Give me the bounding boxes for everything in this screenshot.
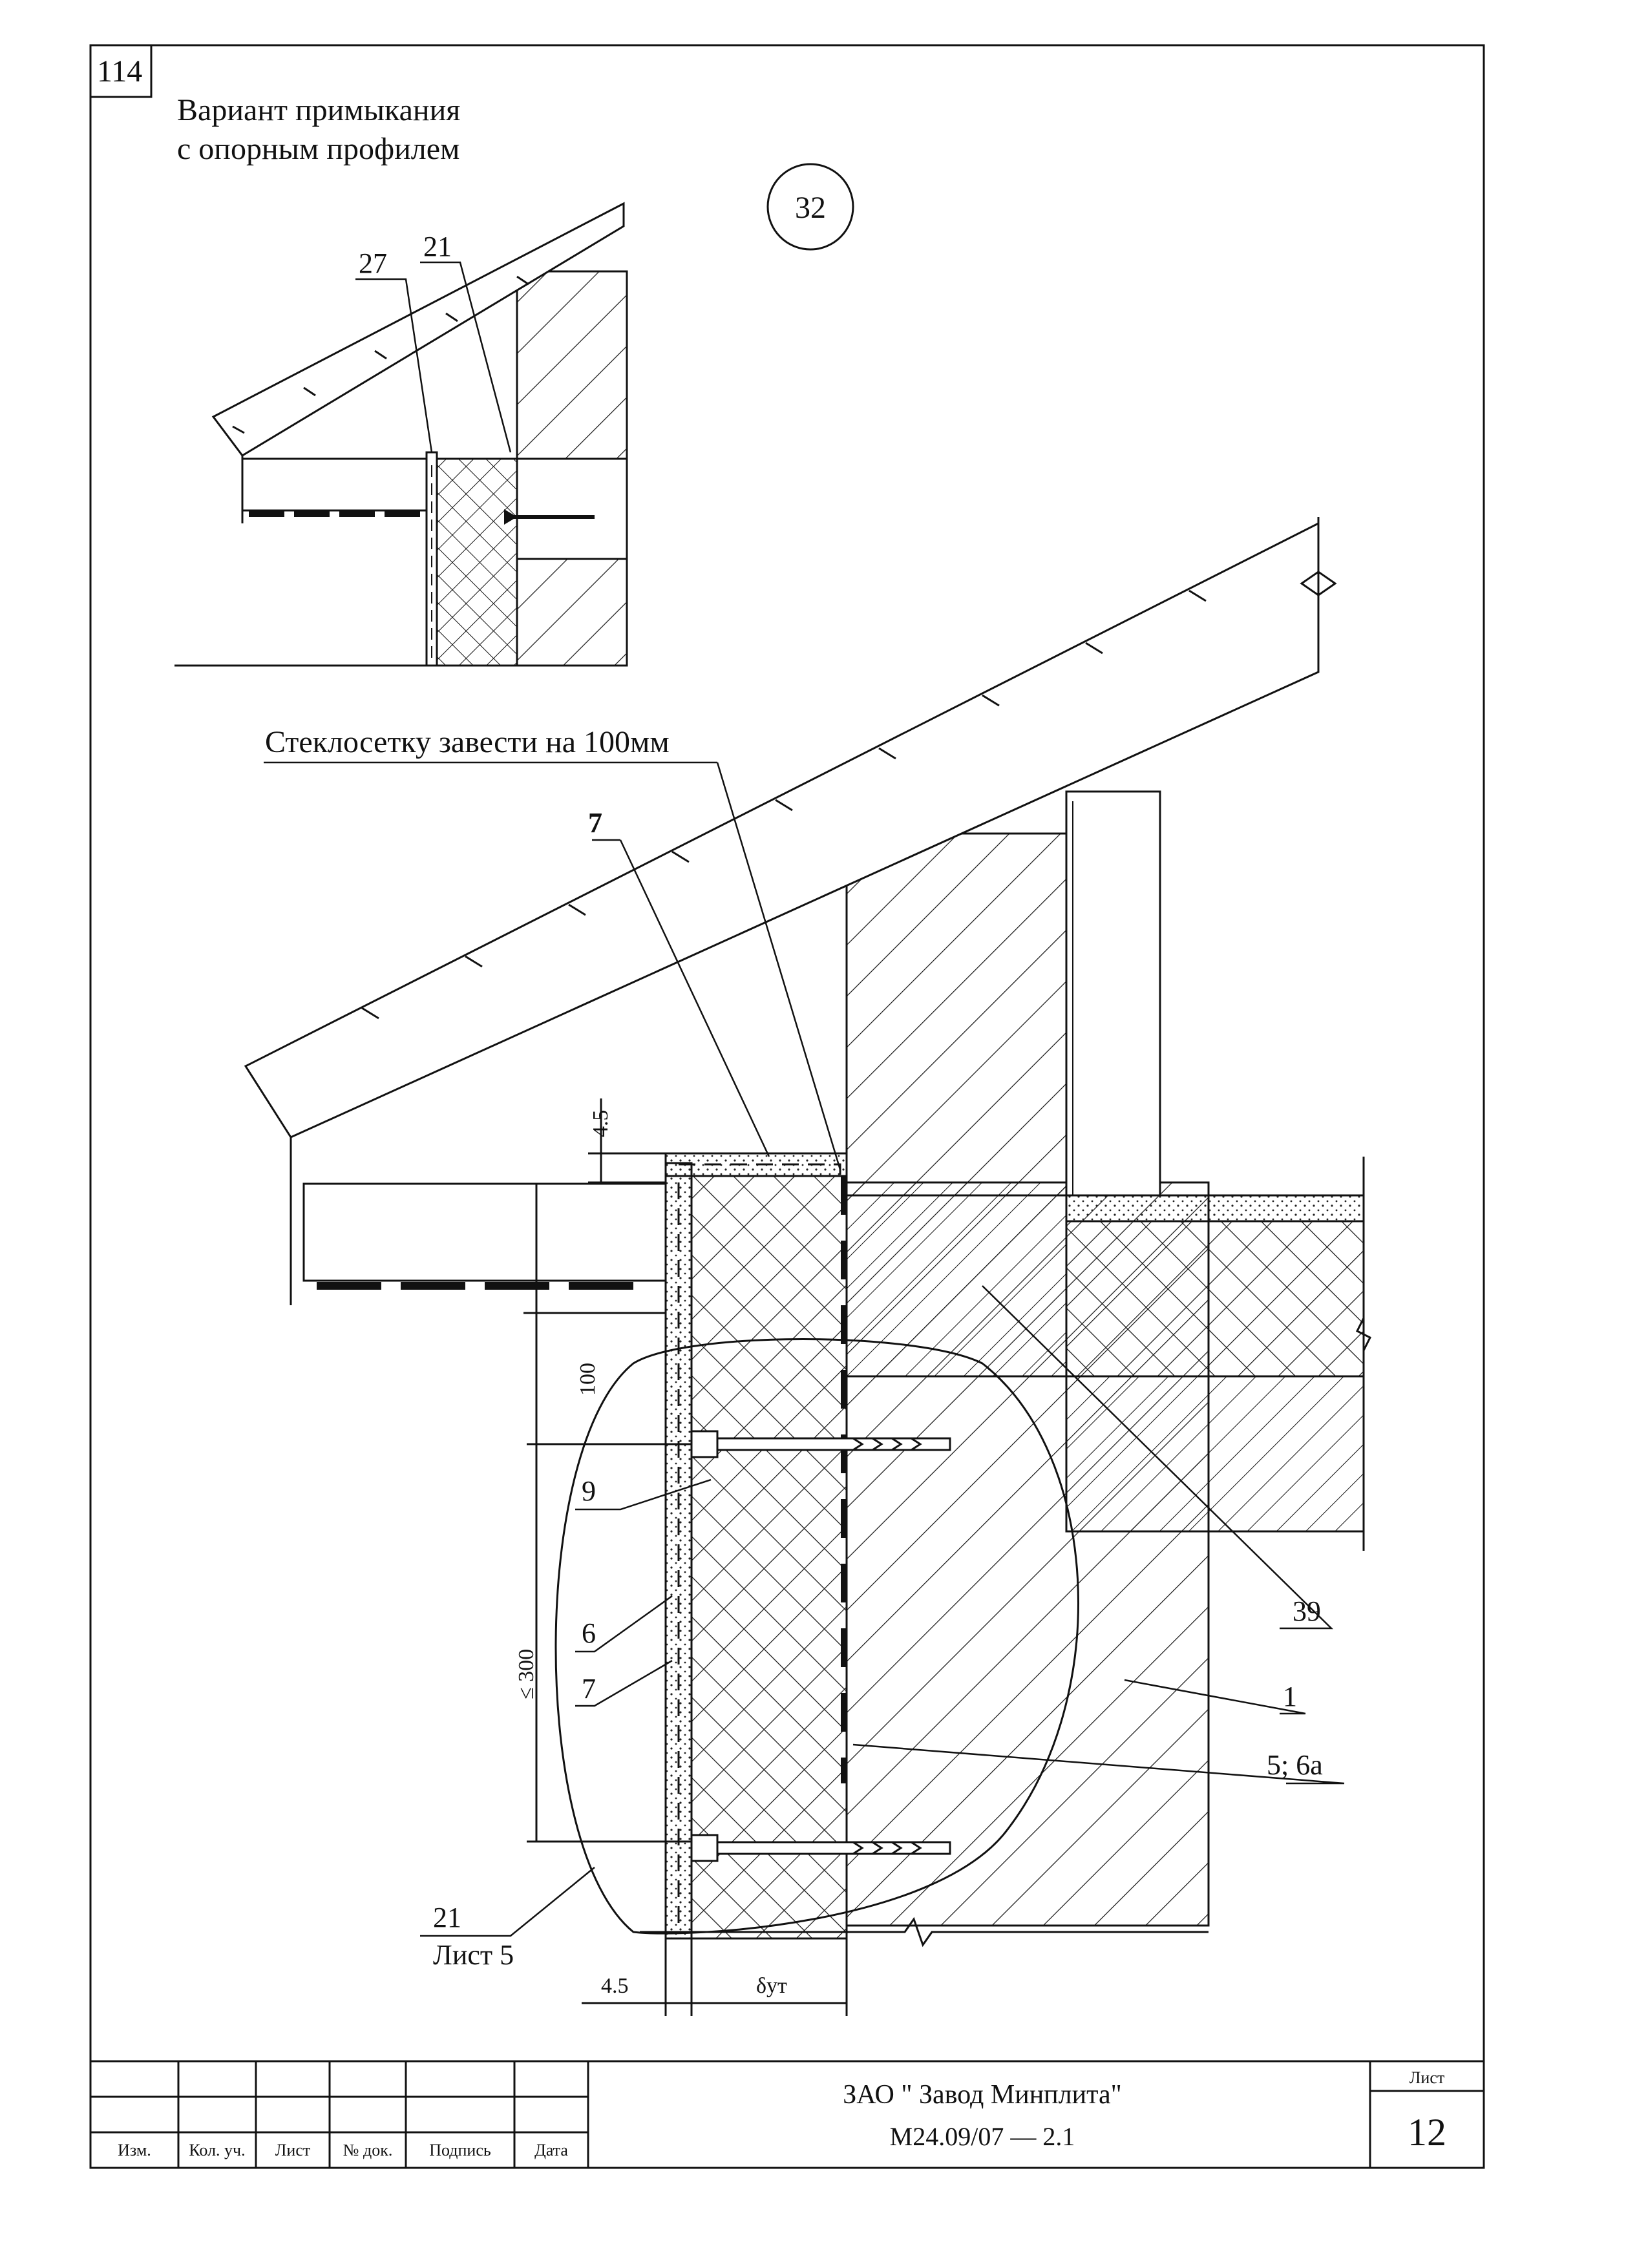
sheet-number: 12 bbox=[1408, 2111, 1446, 2154]
soffit bbox=[302, 1182, 667, 1282]
col-doc-no: № док. bbox=[343, 2141, 393, 2159]
inner-post bbox=[1065, 790, 1161, 1197]
sheet-corner-number: 114 bbox=[97, 54, 142, 89]
detail-outline bbox=[554, 1338, 1079, 1935]
sheet-frame bbox=[89, 44, 1485, 2169]
sheet-label: Лист bbox=[1410, 2068, 1444, 2087]
detail-marker-circle bbox=[766, 163, 854, 251]
wall-upper bbox=[845, 832, 1068, 1197]
roof bbox=[244, 521, 1320, 1139]
callout-21-ref: Лист 5 bbox=[433, 1939, 514, 1971]
dimension-lines bbox=[523, 1098, 848, 2016]
document-code: М24.09/07 — 2.1 bbox=[890, 2122, 1075, 2151]
callout-21: 21 bbox=[433, 1902, 461, 1933]
floor-insulation bbox=[1065, 1220, 1365, 1378]
facade-insulation bbox=[690, 1175, 848, 1940]
slab-extension bbox=[1065, 1375, 1365, 1533]
col-kol-uch: Кол. уч. bbox=[189, 2141, 245, 2159]
callout-5-6a: 5; 6а bbox=[1267, 1749, 1323, 1781]
leader-lines bbox=[264, 761, 1345, 1937]
dim-top-offset: 4.5 bbox=[589, 1110, 613, 1138]
variant-title-line1: Вариант примыкания bbox=[177, 93, 460, 127]
callout-39: 39 bbox=[1293, 1595, 1321, 1627]
main-note: Стеклосетку завести на 100мм bbox=[265, 725, 670, 759]
col-date: Дата bbox=[534, 2141, 568, 2159]
callout-1: 1 bbox=[1283, 1681, 1297, 1712]
main-section: 4.5 100 ≤ 300 4.5 δут Стеклосетку завест… bbox=[244, 517, 1372, 2016]
callout-7-side: 7 bbox=[582, 1673, 596, 1705]
title-block bbox=[90, 2060, 1484, 2169]
floor-slab bbox=[845, 1181, 1068, 1378]
dim-insulation-thickness: δут bbox=[756, 1974, 787, 1998]
organization: ЗАО " Завод Минплита" bbox=[843, 2080, 1122, 2110]
inset-soffit bbox=[241, 457, 428, 512]
variant-inset: Вариант примыкания с опорным профилем 27… bbox=[174, 93, 628, 667]
inset-insulation bbox=[436, 457, 518, 667]
inset-roof bbox=[211, 202, 625, 457]
callout-6: 6 bbox=[582, 1617, 596, 1649]
inset-slab bbox=[516, 457, 628, 560]
variant-title-line2: с опорным профилем bbox=[177, 132, 459, 166]
col-list: Лист bbox=[275, 2141, 310, 2159]
variant-callout-27: 27 bbox=[359, 247, 387, 279]
col-signature: Подпись bbox=[429, 2141, 491, 2159]
dim-anchor-step: ≤ 300 bbox=[514, 1649, 538, 1699]
callout-7-top: 7 bbox=[588, 807, 602, 839]
anchor-lower bbox=[690, 1834, 951, 1862]
detail-marker: 32 bbox=[795, 191, 826, 225]
dim-bottom-offset: 4.5 bbox=[601, 1974, 629, 1998]
floor-screed bbox=[1065, 1194, 1365, 1223]
callout-9: 9 bbox=[582, 1475, 596, 1507]
dim-mesh-lap: 100 bbox=[576, 1363, 600, 1396]
col-izm: Изм. bbox=[118, 2141, 151, 2159]
variant-callout-21: 21 bbox=[423, 231, 452, 262]
